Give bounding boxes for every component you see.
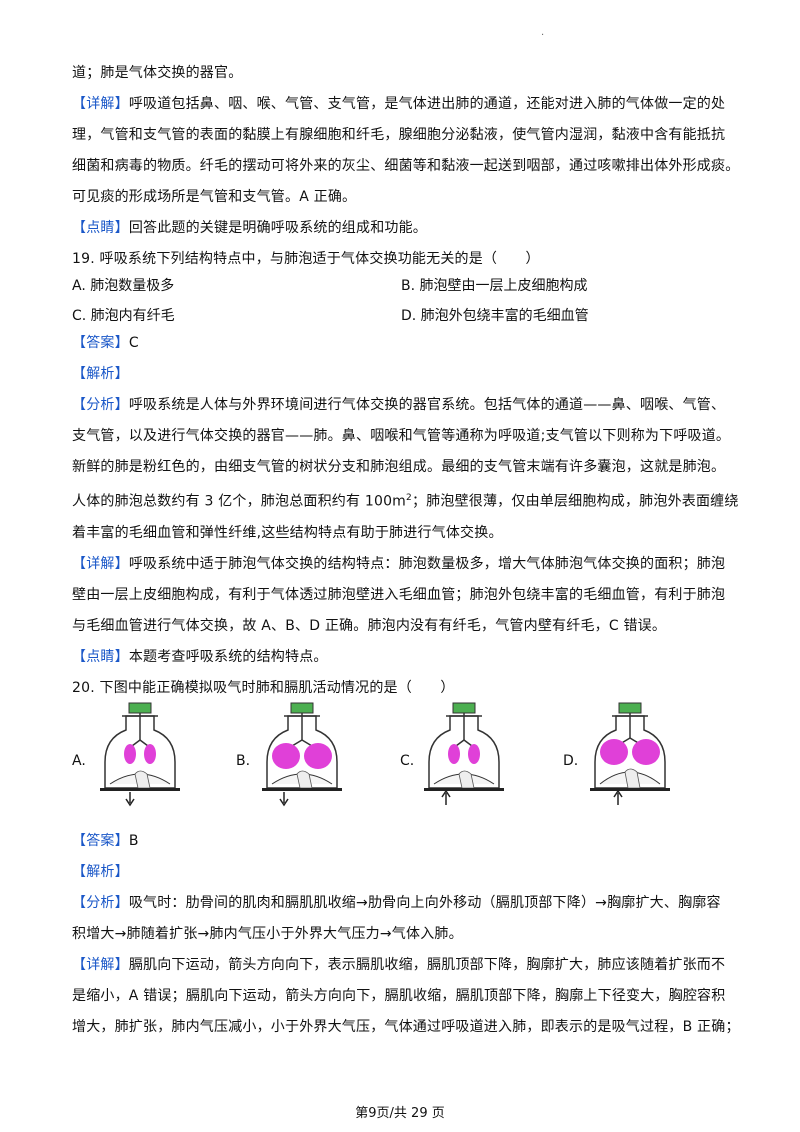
text-run: 膈肌向下运动，箭头方向向下，表示膈肌收缩，膈肌顶部下降，胸廓扩大，肺应该随着扩张…: [128, 957, 726, 973]
text-block-top: 道；肺是气体交换的器官。 【详解】呼吸道包括鼻、咽、喉、气管、支气管，是气体进出…: [72, 58, 740, 275]
section-tag: 【详解】: [72, 555, 129, 572]
text-run: 呼吸系统中适于肺泡气体交换的结构特点：肺泡数量极多，增大气体肺泡气体交换的面积；…: [128, 555, 726, 572]
question-20: 20. 下图中能正确模拟吸气时肺和膈肌活动情况的是（ ）: [72, 679, 455, 696]
text-run: 人体的肺泡总数约有 3 亿个，肺泡总面积约有 100m: [72, 493, 407, 510]
question-19: 19. 呼吸系统下列结构特点中，与肺泡适于气体交换功能无关的是（ ）: [72, 251, 540, 267]
section-tag: 【详解】: [72, 957, 129, 973]
section-tag: 【答案】: [72, 833, 129, 849]
text-line: 着丰富的毛细血管和弹性纤维,这些结构特点有助于肺进行气体交换。: [72, 524, 503, 541]
text-line: 积增大→肺随着扩张→肺内气压小于外界大气压力→气体入肺。: [72, 926, 463, 942]
section-tag: 【详解】: [72, 96, 129, 112]
figure-label-d: D.: [563, 753, 579, 769]
text-run: ；肺泡壁很薄，仅由单层细胞构成，肺泡外表面缠绕: [411, 493, 739, 510]
section-tag: 【答案】: [72, 335, 129, 351]
text-block-20-analysis: 【答案】B 【解析】 【分析】吸气时：肋骨间的肌肉和膈肌肌收缩→肋骨向上向外移动…: [72, 826, 740, 1043]
text-line: 【点睛】回答此题的关键是明确呼吸系统的组成和功能。: [72, 213, 736, 244]
section-tag: 【解析】: [72, 366, 129, 382]
bell-jar-figure-c: [424, 702, 504, 805]
section-tag: 【分析】: [72, 895, 129, 911]
answer-value: B: [128, 833, 139, 849]
text-line: 【分析】呼吸系统是人体与外界环境间进行气体交换的器官系统。包括气体的通道——鼻、…: [72, 390, 736, 421]
text-line: 新鲜的肺是粉红色的，由细支气管的树状分支和肺泡组成。最细的支气管末端有许多囊泡，…: [72, 459, 726, 475]
text-line: 增大，肺扩张，肺内气压减小，小于外界大气压，气体通过呼吸道进入肺，即表示的是吸气…: [72, 1019, 740, 1035]
answer-line: 【答案】C: [72, 328, 736, 359]
text-line: 【详解】呼吸系统中适于肺泡气体交换的结构特点：肺泡数量极多，增大气体肺泡气体交换…: [72, 549, 736, 580]
text-line: 【详解】呼吸道包括鼻、咽、喉、气管、支气管，是气体进出肺的通道，还能对进入肺的气…: [72, 89, 736, 120]
text-line: 【分析】吸气时：肋骨间的肌肉和膈肌肌收缩→肋骨向上向外移动（膈肌顶部下降）→胸廓…: [72, 888, 736, 919]
section-tag: 【解析】: [72, 864, 129, 880]
figure-label-b: B.: [236, 753, 251, 769]
figure-label-a: A.: [72, 753, 86, 769]
bell-jar-figure-b: [262, 702, 342, 807]
top-mark: ·: [541, 30, 545, 41]
text-line: 道；肺是气体交换的器官。: [72, 65, 243, 81]
section-tag: 【分析】: [72, 397, 129, 413]
bell-jar-figure-a: [100, 702, 180, 807]
option-b: B. 肺泡壁由一层上皮细胞构成: [401, 278, 588, 294]
text-run: 回答此题的关键是明确呼吸系统的组成和功能。: [128, 220, 428, 236]
text-line: 可见痰的形成场所是气管和支气管。A 正确。: [72, 189, 357, 205]
answer-line: 【答案】B: [72, 826, 736, 857]
section-tag: 【点睛】: [72, 648, 129, 665]
answer-value: C: [128, 335, 139, 351]
text-line: 理，气管和支气管的表面的黏膜上有腺细胞和纤毛，腺细胞分泌黏液，使气管内湿润，黏液…: [72, 127, 726, 143]
superscript: 2: [406, 493, 412, 503]
option-d: D. 肺泡外包绕丰富的毛细血管: [401, 308, 589, 324]
text-line: 人体的肺泡总数约有 3 亿个，肺泡总面积约有 100m2；肺泡壁很薄，仅由单层细…: [72, 483, 739, 518]
text-line: 【详解】膈肌向下运动，箭头方向向下，表示膈肌收缩，膈肌顶部下降，胸廓扩大，肺应该…: [72, 950, 736, 981]
text-run: 吸气时：肋骨间的肌肉和膈肌肌收缩→肋骨向上向外移动（膈肌顶部下降）→胸廓扩大、胸…: [128, 895, 721, 911]
text-line: 壁由一层上皮细胞构成，有利于气体透过肺泡壁进入毛细血管；肺泡外包绕丰富的毛细血管…: [72, 586, 726, 603]
text-run: 呼吸系统是人体与外界环境间进行气体交换的器官系统。包括气体的通道——鼻、咽喉、气…: [128, 397, 726, 413]
figure-label-c: C.: [400, 753, 415, 769]
text-line: 与毛细血管进行气体交换，故 A、B、D 正确。肺泡内没有有纤毛，气管内壁有纤毛，…: [72, 617, 667, 634]
option-c: C. 肺泡内有纤毛: [72, 308, 175, 324]
text-line: 是缩小，A 错误；膈肌向下运动，箭头方向向下，膈肌收缩，膈肌顶部下降，胸廓上下径…: [72, 988, 726, 1004]
text-line: 【点睛】本题考查呼吸系统的结构特点。: [72, 642, 736, 673]
text-run: 本题考查呼吸系统的结构特点。: [128, 648, 328, 665]
section-tag: 【点睛】: [72, 220, 129, 236]
text-line: 细菌和病毒的物质。纤毛的摆动可将外来的灰尘、细菌等和黏液一起送到咽部，通过咳嗽排…: [72, 158, 740, 174]
text-block-19-analysis: 【答案】C 【解析】 【分析】呼吸系统是人体与外界环境间进行气体交换的器官系统。…: [72, 328, 739, 704]
text-line: 支气管，以及进行气体交换的器官——肺。鼻、咽喉和气管等通称为呼吸道;支气管以下则…: [72, 428, 731, 444]
page-footer: 第9页/共 29 页: [355, 1106, 445, 1121]
bell-jar-figure-d: [590, 702, 670, 805]
option-a: A. 肺泡数量极多: [72, 278, 175, 294]
text-line: 【解析】: [72, 857, 736, 888]
text-run: 呼吸道包括鼻、咽、喉、气管、支气管，是气体进出肺的通道，还能对进入肺的气体做一定…: [128, 96, 726, 112]
text-line: 【解析】: [72, 359, 736, 390]
